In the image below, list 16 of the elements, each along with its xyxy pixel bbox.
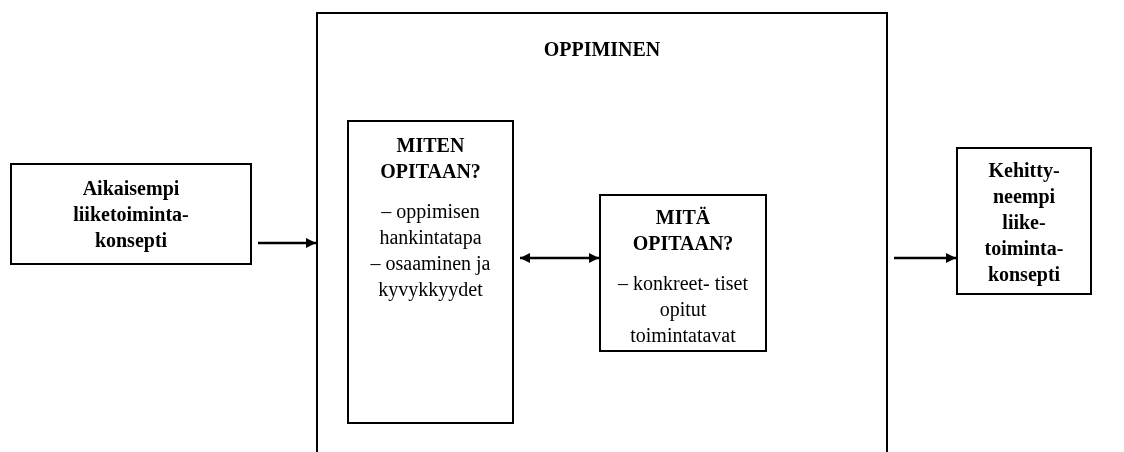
box-heading: Kehitty- neempi liike- toiminta- konsepti <box>983 158 1065 287</box>
process-box <box>10 163 252 265</box>
box-text: – konkreet- tiset opitut toimintatavat <box>617 271 749 348</box>
box-text: – oppimisen hankintatapa <box>378 199 483 250</box>
box-text: – osaaminen ja kyvykkyydet <box>369 251 492 302</box>
process-box <box>347 120 514 424</box>
box-heading: MITEN OPITAAN? <box>379 133 482 184</box>
box-heading: Aikaisempi liiketoiminta- konsepti <box>72 176 190 253</box>
arrow <box>258 238 316 248</box>
process-box <box>956 147 1092 295</box>
box-heading: MITÄ OPITAAN? <box>631 205 735 256</box>
process-box <box>316 12 888 452</box>
box-heading: OPPIMINEN <box>542 37 662 62</box>
arrow <box>520 253 599 263</box>
arrow <box>894 253 956 263</box>
process-box <box>599 194 767 352</box>
